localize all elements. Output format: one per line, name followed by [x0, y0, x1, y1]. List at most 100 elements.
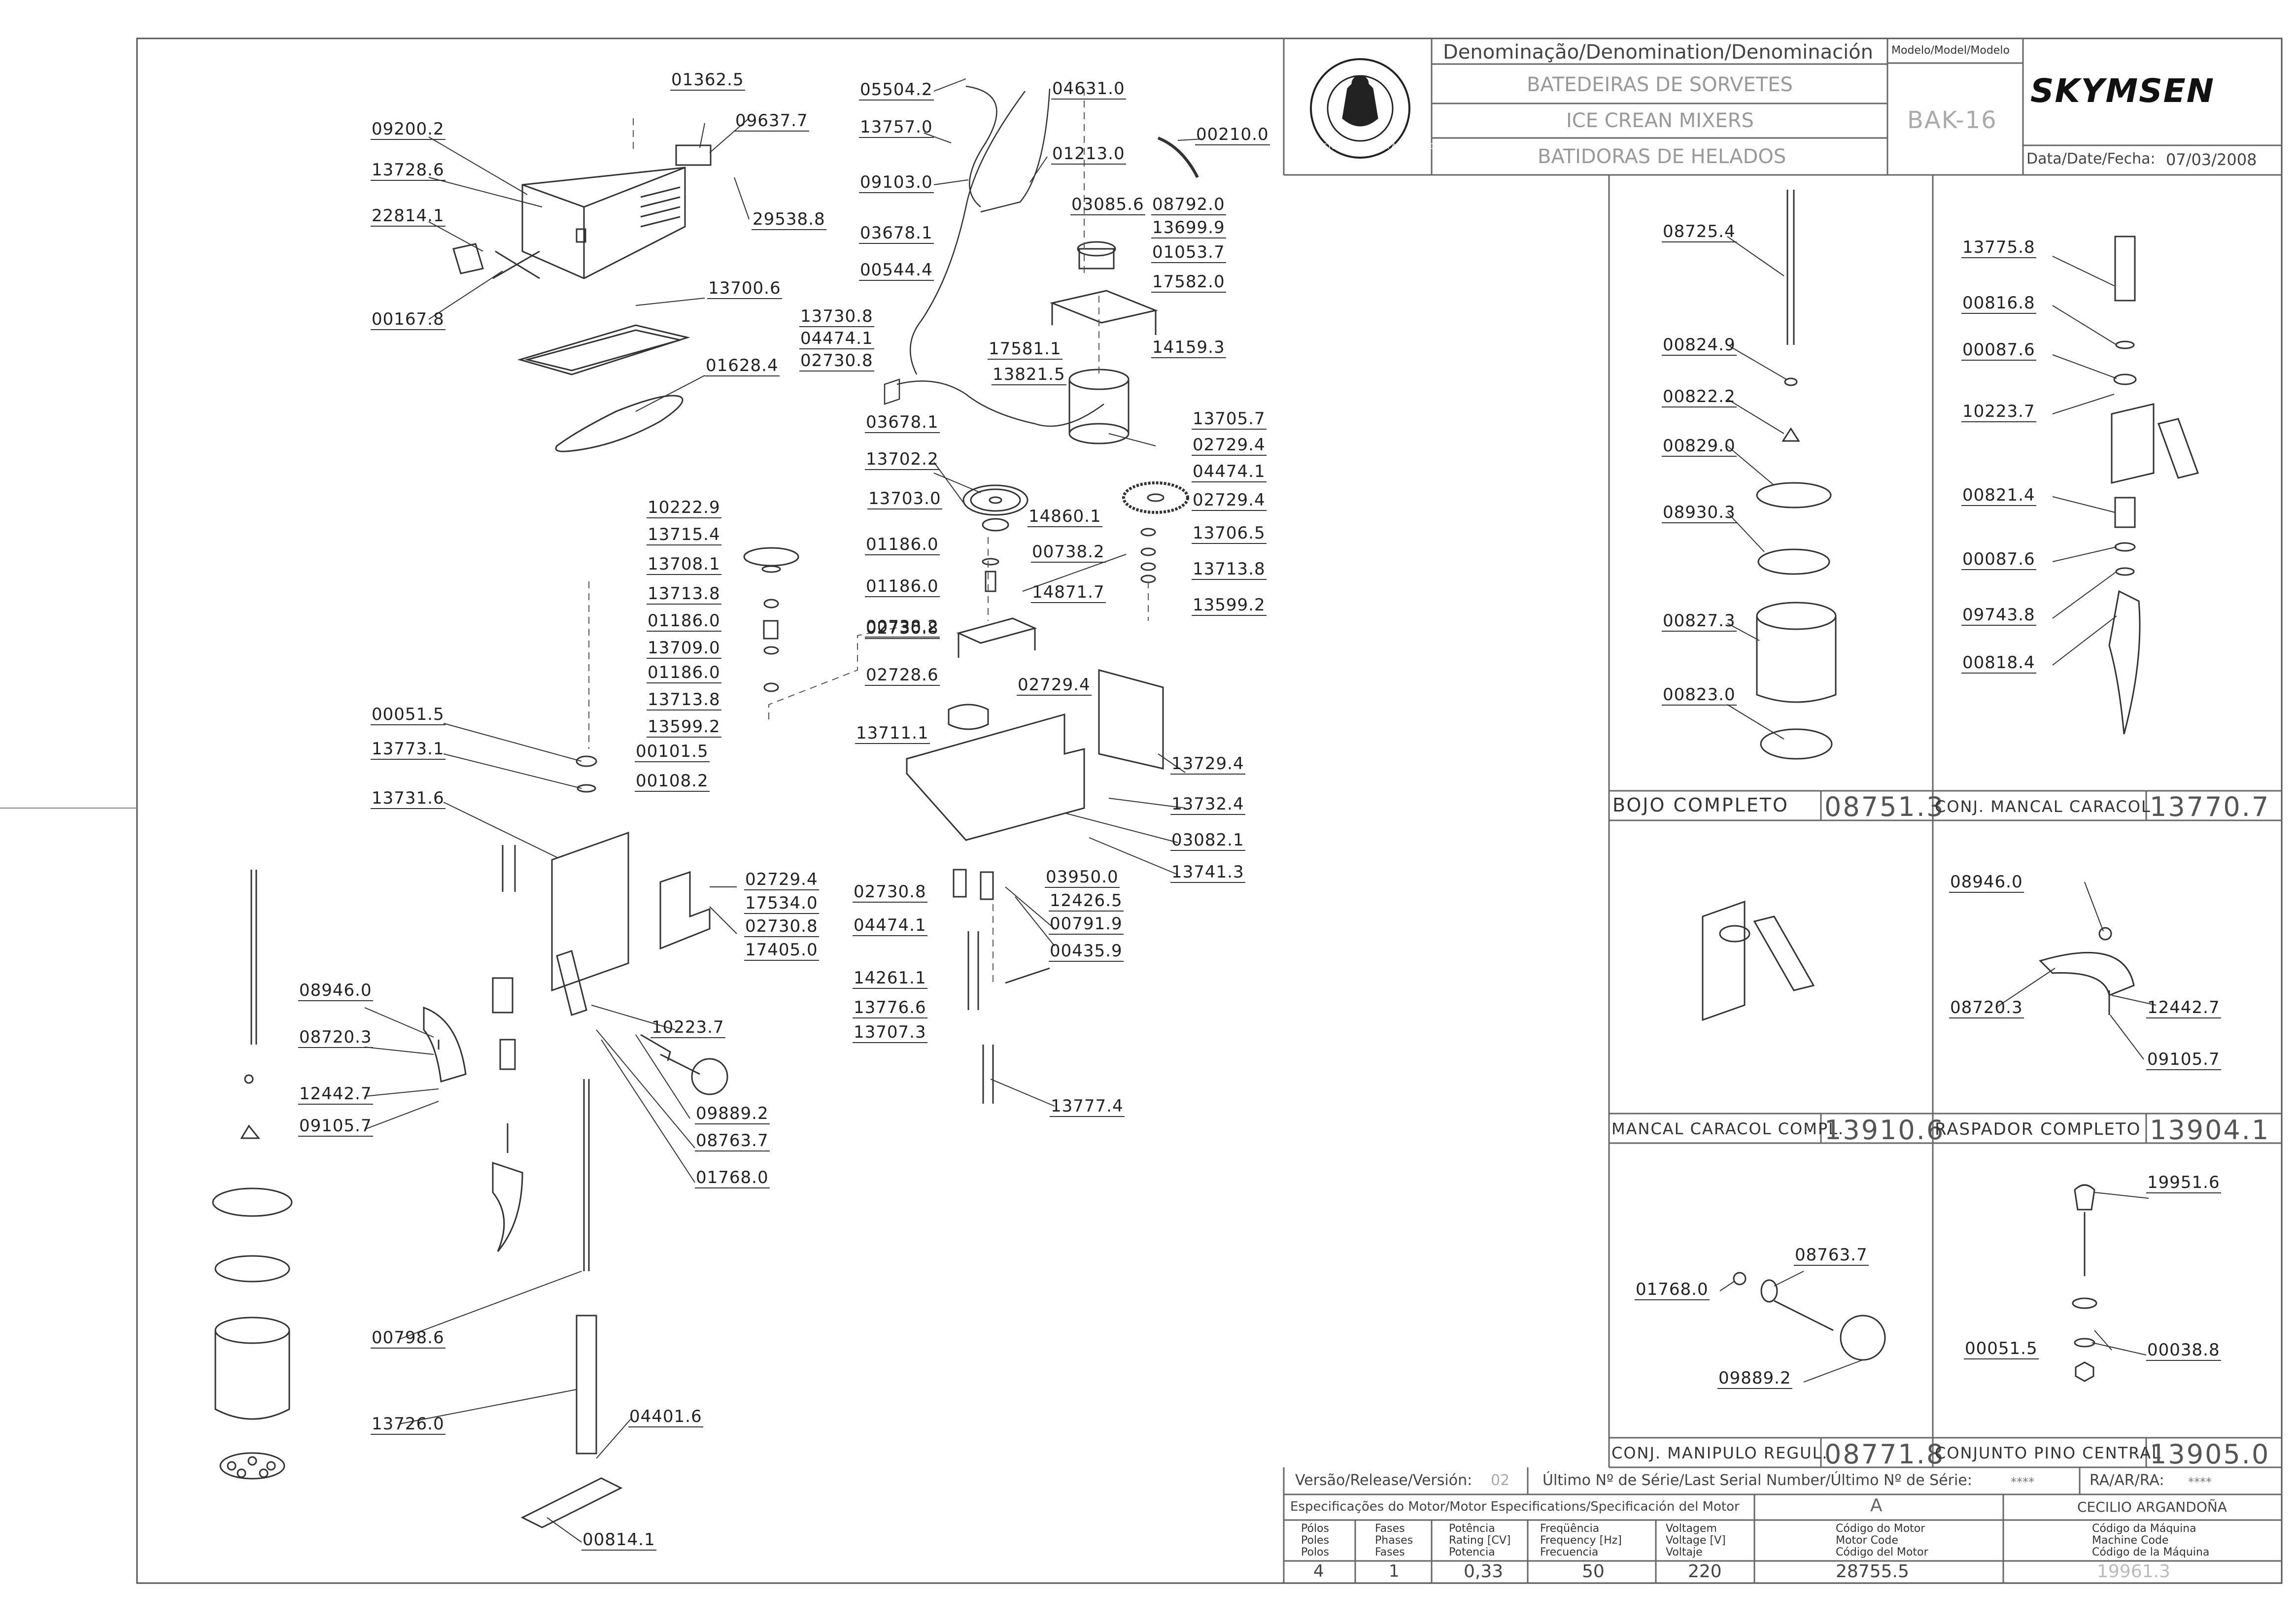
- part-label: 22814.1: [371, 206, 445, 227]
- manipulo-parts: [1733, 1272, 1886, 1361]
- part-label: 13705.7: [1192, 409, 1267, 430]
- part-label: 00210.0: [1195, 125, 1270, 145]
- part-label: 00738.2: [1031, 542, 1106, 563]
- part-label: 08720.3: [298, 1027, 373, 1048]
- panel-part-label: 00824.9: [1662, 335, 1737, 356]
- auger-shaft-assembly: [492, 831, 629, 1528]
- knob: [640, 1034, 728, 1095]
- footer-header-line: Potência: [1449, 1522, 1495, 1535]
- part-label: 04631.0: [1051, 79, 1126, 100]
- panel-title-manipulo: CONJ. MANIPULO REGUL.: [1611, 1444, 1828, 1462]
- footer-header-line: Frequency [Hz]: [1540, 1534, 1622, 1547]
- part-label: 29538.8: [752, 209, 826, 230]
- part-label: 13726.0: [371, 1414, 445, 1435]
- panel-part-label: 13775.8: [1961, 237, 2036, 258]
- part-label: 02730.8: [744, 916, 819, 937]
- part-label: 13729.4: [1170, 754, 1245, 775]
- part-label: 13709.0: [647, 638, 721, 659]
- gearbox-frame: [906, 617, 1164, 1104]
- footer-header-line: Pólos: [1301, 1522, 1329, 1535]
- motor-unit: [1049, 241, 1159, 444]
- part-label: 10223.7: [651, 1017, 725, 1038]
- part-label: 12426.5: [1049, 891, 1124, 912]
- part-label: 09200.2: [371, 119, 445, 140]
- authorized-service-seal: [1310, 58, 1410, 159]
- part-label: 03678.1: [859, 223, 934, 244]
- part-label: 02729.4: [1192, 435, 1267, 456]
- panel-code-raspador: 13904.1: [2150, 1115, 2270, 1146]
- panel-part-label: 01768.0: [1635, 1280, 1710, 1300]
- footer-header-line: Frecuencia: [1540, 1546, 1599, 1558]
- part-label: 00544.4: [859, 260, 934, 281]
- part-label: 13776.6: [853, 998, 927, 1018]
- part-label: 01628.4: [705, 356, 780, 376]
- footer-header-line: Código do Motor: [1836, 1522, 1925, 1535]
- panel-title-pino: CONJUNTO PINO CENTRAL: [1935, 1444, 2161, 1462]
- footer-header-line: Polos: [1301, 1546, 1329, 1558]
- footer-header-line: Código da Máquina: [2092, 1522, 2196, 1535]
- panel-part-label: 00051.5: [1964, 1339, 2039, 1359]
- part-label: 14871.7: [1031, 582, 1106, 603]
- footer-lines: [1283, 1467, 2282, 1583]
- part-label: 00051.5: [371, 705, 445, 725]
- model-label: Modelo/Model/Modelo: [1891, 44, 2010, 57]
- motor-variant: A: [1870, 1495, 1883, 1516]
- part-label: 14261.1: [853, 968, 927, 989]
- part-label: 14159.3: [1151, 338, 1226, 358]
- part-label: 01186.0: [647, 611, 721, 632]
- part-label: 13713.8: [647, 690, 721, 710]
- part-label: 13707.3: [853, 1022, 927, 1043]
- panel-code-mancal-compl: 13910.6: [1824, 1115, 1945, 1146]
- date-value: 07/03/2008: [2166, 150, 2257, 169]
- serial-value: ****: [2011, 1475, 2034, 1489]
- version-value: 02: [1491, 1472, 1510, 1489]
- footer-header-line: Machine Code: [2092, 1534, 2169, 1547]
- panel-part-label: 00822.2: [1662, 387, 1737, 407]
- footer-header-line: Freqüência: [1540, 1522, 1600, 1535]
- part-label: 03678.1: [865, 412, 940, 433]
- panel-part-label: 08930.3: [1662, 503, 1737, 523]
- panel-code-pino: 13905.0: [2150, 1439, 2270, 1470]
- part-label: 13713.8: [1192, 559, 1267, 580]
- part-label: 01213.0: [1051, 144, 1126, 165]
- ra-label: RA/AR/RA:: [2090, 1472, 2164, 1489]
- panel-part-label: 10223.7: [1961, 402, 2036, 422]
- footer-header-line: Fases: [1375, 1522, 1405, 1535]
- footer-header-line: Potencia: [1449, 1546, 1495, 1558]
- part-label: 09103.0: [859, 172, 934, 193]
- part-label: 13741.3: [1170, 862, 1245, 883]
- panel-part-label: 08720.3: [1949, 998, 2024, 1018]
- part-label: 13599.2: [1192, 595, 1267, 616]
- part-label: 02729.4: [1192, 490, 1267, 511]
- part-label: 05504.2: [859, 80, 934, 101]
- panel-code-mancal-conj: 13770.7: [2150, 791, 2270, 822]
- part-label: 17534.0: [744, 893, 819, 914]
- panel-part-label: 00827.3: [1662, 611, 1737, 632]
- raspador-parts: [2039, 927, 2135, 1015]
- bracket-17405: [659, 871, 711, 950]
- part-label: 13773.1: [371, 739, 445, 760]
- panel-title-bojo: BOJO COMPLETO: [1612, 794, 1789, 816]
- panel-part-label: 00823.0: [1662, 685, 1737, 706]
- part-label: 00108.2: [635, 771, 710, 792]
- panel-part-label: 19951.6: [2146, 1173, 2221, 1193]
- part-label: 01186.0: [647, 663, 721, 683]
- part-label: 02730.8: [799, 351, 874, 372]
- part-label: 02730.8: [865, 618, 940, 639]
- part-label: 01053.7: [1151, 242, 1226, 263]
- footer-header-line: Código del Motor: [1836, 1546, 1928, 1558]
- part-label: 01362.5: [670, 70, 745, 91]
- part-label: 13711.1: [855, 723, 930, 744]
- footer-header-line: Motor Code: [1836, 1534, 1898, 1547]
- part-label: 02730.8: [853, 882, 927, 903]
- motor-spec-label: Especificações do Motor/Motor Especifica…: [1290, 1499, 1740, 1514]
- panel-title-mancal-conj: CONJ. MANCAL CARACOL: [1935, 797, 2151, 816]
- date-label: Data/Date/Fecha:: [2026, 150, 2156, 168]
- motor-power: 0,33: [1464, 1561, 1504, 1582]
- part-label: 08763.7: [695, 1131, 770, 1151]
- part-label: 13732.4: [1170, 794, 1245, 815]
- pino-parts: [2072, 1184, 2097, 1382]
- panel-part-label: 12442.7: [2146, 998, 2221, 1018]
- part-label: 13821.5: [992, 365, 1066, 385]
